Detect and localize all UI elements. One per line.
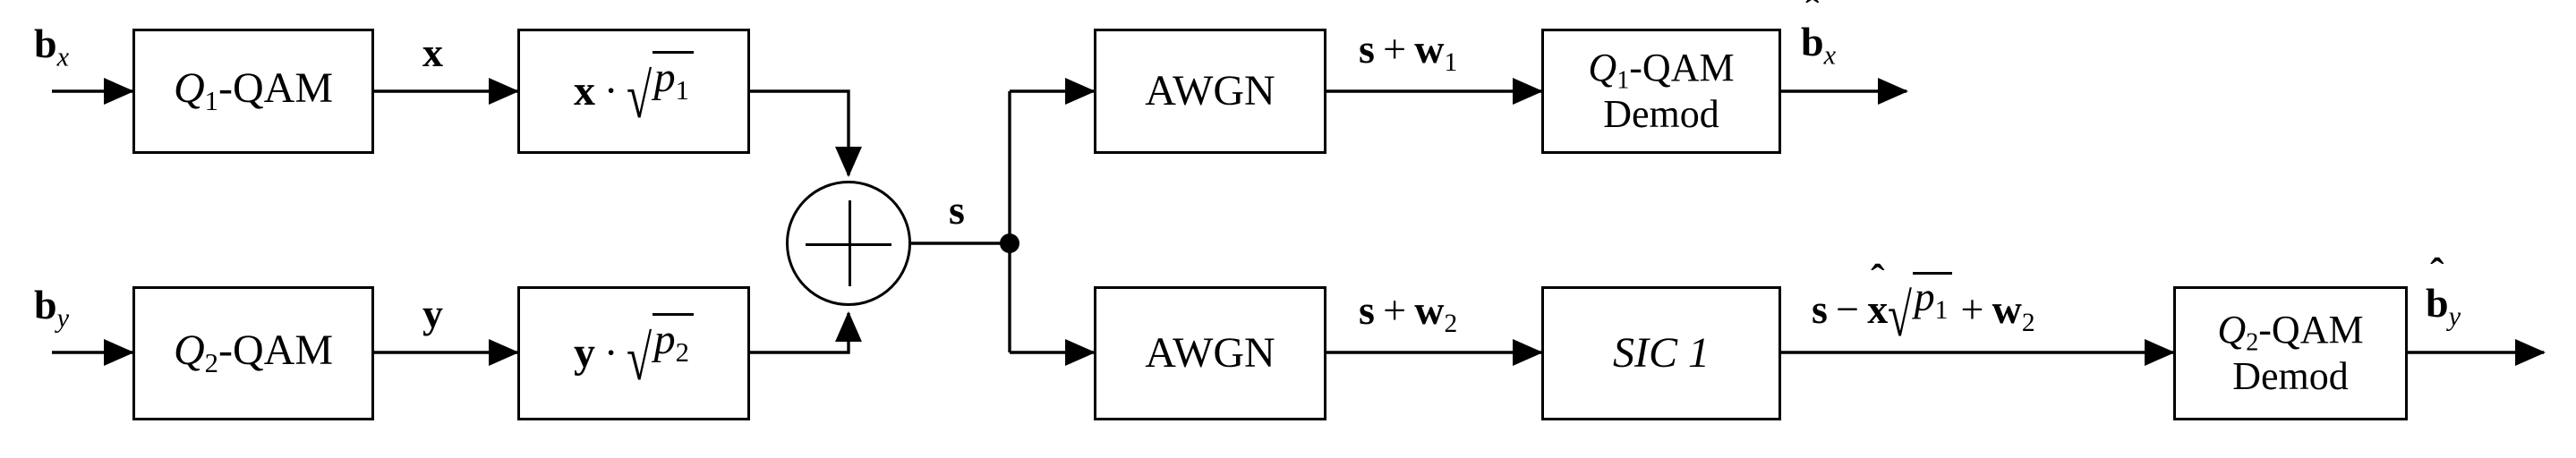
qam-suffix: -QAM	[1629, 45, 1735, 89]
awgn-bottom-label: AWGN	[1145, 328, 1275, 377]
w-subscript: 2	[2021, 308, 2035, 337]
b-symbol: b	[34, 21, 57, 66]
b-subscript: y	[56, 302, 70, 334]
x-symbol: x	[1867, 286, 1889, 332]
plus-operator: +	[1383, 26, 1407, 72]
q1-demod-line1: Q1-QAM	[1588, 47, 1734, 94]
radical-sign-icon: √	[627, 61, 653, 131]
symbol-x-label: x	[422, 30, 443, 75]
qam-index: 1	[204, 86, 219, 117]
w-symbol: w	[1414, 287, 1445, 333]
q2-demod-line1: Q2-QAM	[2217, 307, 2364, 357]
plus-operator: +	[1960, 286, 1984, 332]
qam-index: 2	[2246, 328, 2259, 357]
symbol-y: y	[574, 328, 595, 377]
w-symbol: w	[1992, 286, 2022, 332]
hat-accent-icon: ˆ	[1805, 0, 1820, 34]
power-scale-p1-label: x · √p1	[574, 51, 694, 131]
awgn-channel-bottom-block[interactable]: AWGN	[1094, 286, 1326, 420]
sqrt-p1-term: √p1	[1888, 272, 1953, 349]
b-subscript: y	[2448, 301, 2461, 332]
s-symbol: s	[1359, 26, 1375, 72]
b-symbol: b	[34, 282, 57, 327]
b-subscript: x	[1823, 39, 1837, 71]
q2-demod-line2: Demod	[2232, 353, 2349, 398]
p-index: 1	[675, 75, 689, 106]
sic-label: SIC 1	[1613, 328, 1710, 377]
input-signal-by-label: by	[34, 284, 69, 332]
q1-qam-demodulator-block[interactable]: Q1-QAM Demod	[1541, 29, 1781, 154]
p-symbol: p	[653, 316, 676, 364]
power-scale-p1-block[interactable]: x · √p1	[517, 29, 750, 154]
p-index: 1	[1934, 296, 1949, 326]
p-symbol: p	[1914, 274, 1935, 320]
b-symbol: b	[2426, 280, 2449, 326]
qam-index: 1	[1616, 66, 1630, 95]
plus-operator: +	[1383, 287, 1407, 333]
signal-split-node	[1000, 233, 1019, 253]
q1-qam-modulator-label: Q1-QAM	[173, 64, 334, 117]
awgn-top-label: AWGN	[1145, 66, 1275, 114]
q2-qam-modulator-label: Q2-QAM	[173, 327, 334, 379]
q2-qam-demodulator-block[interactable]: Q2-QAM Demod	[2173, 286, 2408, 420]
qam-letter: Q	[173, 327, 205, 375]
wire-scale2-to-adder	[750, 310, 862, 354]
noisy-signal-top-label: s + w1	[1359, 29, 1457, 76]
qam-letter: Q	[2217, 307, 2247, 352]
qam-suffix: -QAM	[218, 64, 334, 113]
plus-horizontal-bar	[805, 243, 892, 246]
qam-letter: Q	[173, 64, 205, 113]
s-symbol: s	[1359, 287, 1375, 333]
awgn-channel-top-block[interactable]: AWGN	[1094, 29, 1326, 154]
qam-letter: Q	[1588, 45, 1617, 89]
power-scale-p2-label: y · √p2	[574, 313, 694, 394]
noisy-signal-bottom-label: s + w2	[1359, 290, 1457, 337]
input-signal-bx-label: bx	[34, 23, 69, 71]
wire-scale1-to-adder	[750, 89, 862, 178]
radical-sign-icon: √	[1888, 280, 1913, 349]
p-index: 2	[675, 337, 689, 369]
symbol-x: x	[574, 66, 595, 114]
symbol-y-label: y	[422, 291, 443, 336]
qam-index: 2	[204, 348, 219, 379]
w-symbol: w	[1414, 26, 1445, 72]
radical-sign-icon: √	[627, 323, 653, 394]
hat-accent-icon: ˆ	[2430, 249, 2444, 295]
q1-qam-modulator-block[interactable]: Q1-QAM	[132, 29, 374, 154]
sic-stage-1-block[interactable]: SIC 1	[1541, 286, 1781, 420]
qam-suffix: -QAM	[2258, 307, 2364, 352]
b-subscript: x	[56, 41, 70, 72]
minus-operator: −	[1836, 286, 1860, 332]
b-symbol: b	[1801, 19, 1824, 64]
sum-signal-s-label: s	[949, 187, 965, 233]
summing-junction	[786, 181, 911, 306]
sqrt-p2: √p2	[627, 313, 694, 394]
q2-qam-modulator-block[interactable]: Q2-QAM	[132, 286, 374, 420]
sqrt-p1: √p1	[627, 51, 694, 131]
power-scale-p2-block[interactable]: y · √p2	[517, 286, 750, 420]
s-symbol: s	[1812, 286, 1828, 332]
q1-demod-line2: Demod	[1603, 91, 1719, 136]
w-subscript: 2	[1444, 309, 1458, 338]
hat-accent-icon: ˆ	[1871, 255, 1885, 301]
p-symbol: p	[653, 54, 676, 102]
plus-vertical-bar	[849, 199, 851, 287]
w-subscript: 1	[1444, 47, 1458, 77]
qam-suffix: -QAM	[218, 327, 334, 375]
